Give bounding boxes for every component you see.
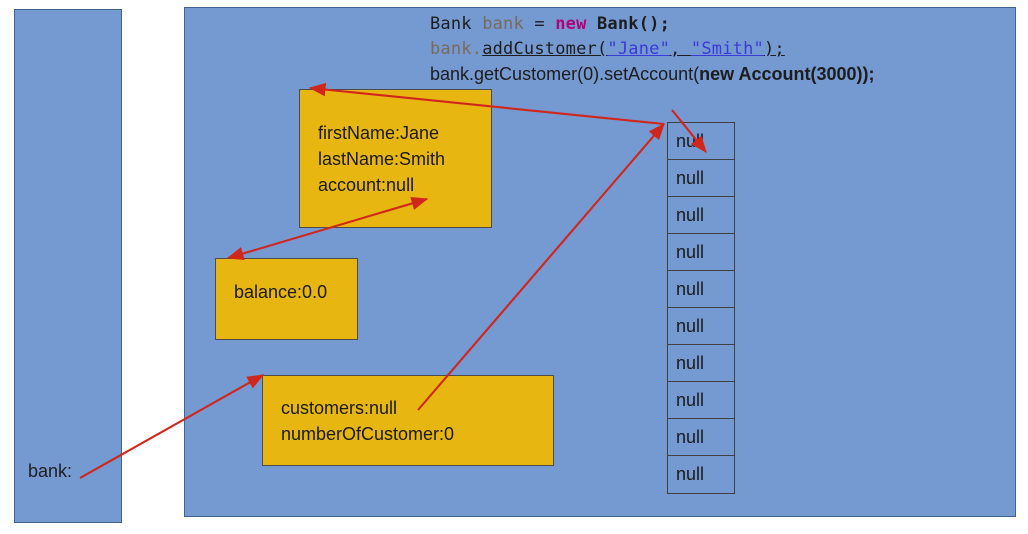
array-cell-7: null <box>668 382 734 419</box>
code-snippet: Bank bank = new Bank(); bank.addCustomer… <box>430 12 874 87</box>
code-line-2: bank.addCustomer("Jane", "Smith"); <box>430 37 874 62</box>
array-cell-1: null <box>668 160 734 197</box>
field-customers: customers:null <box>281 398 398 418</box>
bank-object: customers:null numberOfCustomer:0 <box>262 375 554 466</box>
bank-object-fields: customers:null numberOfCustomer:0 <box>263 376 553 447</box>
array-cell-6: null <box>668 345 734 382</box>
field-balance: balance:0.0 <box>234 282 328 302</box>
code-line-3: bank.getCustomer(0).setAccount(new Accou… <box>430 62 874 87</box>
code-token-comma: , <box>670 39 691 59</box>
field-numberofcustomer: numberOfCustomer:0 <box>281 424 455 444</box>
customer-object-fields: firstName:Jane lastName:Smith account:nu… <box>300 90 491 198</box>
code-token-space-2 <box>587 14 597 34</box>
stack-variable-bank-label: bank: <box>28 461 73 481</box>
array-cell-2: null <box>668 197 734 234</box>
code-token-string-jane: "Jane" <box>607 39 671 59</box>
code-token-type: Bank <box>430 14 472 34</box>
field-lastname: lastName:Smith <box>318 149 446 169</box>
array-cell-0: null <box>668 123 734 160</box>
array-cell-8: null <box>668 419 734 456</box>
code-token-operator: = <box>523 14 556 34</box>
code-token-close-paren: ); <box>763 39 785 59</box>
code-token-new-account: new Account(3000)); <box>699 64 875 84</box>
code-token-variable: bank <box>482 14 524 34</box>
array-cell-9: null <box>676 464 705 484</box>
code-token-call-chain: bank.getCustomer(0).setAccount( <box>430 64 700 84</box>
array-cell-3: null <box>668 234 734 271</box>
field-firstname: firstName:Jane <box>318 123 440 143</box>
code-token-string-smith: "Smith" <box>690 39 764 59</box>
code-token-method-addcustomer: addCustomer( <box>482 39 608 59</box>
code-token-constructor: Bank(); <box>597 14 671 34</box>
code-token-receiver: bank. <box>430 39 483 59</box>
customers-array: null null null null null null null null … <box>667 122 735 494</box>
customer-object: firstName:Jane lastName:Smith account:nu… <box>299 89 492 228</box>
code-token-space <box>472 14 482 34</box>
array-cell-4: null <box>668 271 734 308</box>
stack-panel <box>14 9 122 523</box>
account-object: balance:0.0 <box>215 258 358 340</box>
account-object-fields: balance:0.0 <box>216 259 357 305</box>
code-line-1: Bank bank = new Bank(); <box>430 12 874 37</box>
code-token-keyword-new: new <box>555 14 587 34</box>
array-cell-5: null <box>668 308 734 345</box>
field-account: account:null <box>318 175 415 195</box>
